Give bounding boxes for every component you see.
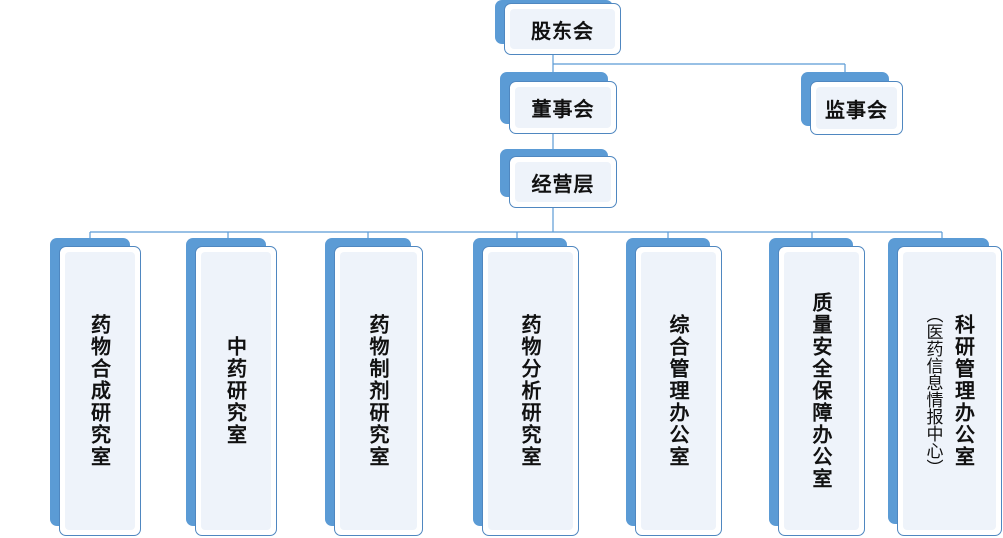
- label-shareholders: 股东会: [531, 18, 594, 43]
- node-dept-tcm: 中药研究室: [186, 238, 278, 538]
- label-dept-general-admin: 综合管理办公室: [666, 314, 690, 468]
- node-supervisors: 监事会: [801, 72, 904, 136]
- node-dept-formulation: 药物制剂研究室: [325, 238, 425, 538]
- node-board: 董事会: [500, 72, 618, 135]
- label-dept-research-admin-sub: （医药信息情报中心）: [922, 306, 943, 476]
- node-shareholders: 股东会: [495, 0, 623, 56]
- label-supervisors: 监事会: [825, 97, 888, 122]
- label-dept-tcm: 中药研究室: [223, 336, 248, 446]
- node-dept-research-admin: 科研管理办公室 （医药信息情报中心）: [888, 238, 1003, 538]
- node-dept-general-admin: 综合管理办公室: [626, 238, 724, 538]
- node-dept-analysis: 药物分析研究室: [473, 238, 581, 538]
- node-management: 经营层: [500, 149, 618, 209]
- label-dept-synthesis: 药物合成研究室: [87, 314, 112, 468]
- label-dept-quality-safety: 质量安全保障办公室: [809, 292, 833, 490]
- label-management: 经营层: [531, 171, 595, 196]
- label-board: 董事会: [531, 97, 595, 121]
- node-dept-quality-safety: 质量安全保障办公室: [769, 238, 867, 538]
- label-dept-research-admin: 科研管理办公室: [951, 314, 976, 468]
- label-dept-formulation: 药物制剂研究室: [366, 314, 390, 468]
- label-dept-analysis: 药物分析研究室: [518, 314, 542, 468]
- node-dept-synthesis: 药物合成研究室: [50, 238, 142, 538]
